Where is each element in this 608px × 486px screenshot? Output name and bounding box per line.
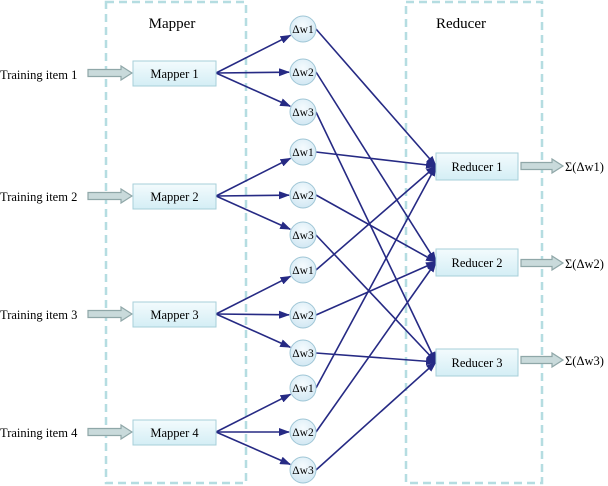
arrow-mapper2-to-dw3 — [215, 195, 292, 231]
arrow-mapper1-to-dw2 — [215, 68, 291, 77]
reducer-group-title: Reducer — [436, 16, 486, 32]
training-items: Training item 1 Training item 2 Training… — [0, 68, 78, 440]
mapper-1-label: Mapper 1 — [150, 67, 198, 81]
output-sum-w1: Σ(Δw1) — [565, 160, 604, 174]
svg-text:Δw2: Δw2 — [292, 427, 314, 439]
reducer-2-box: Reducer 2 — [435, 248, 519, 277]
reducer-2-label: Reducer 2 — [451, 256, 502, 270]
arrow-m3-dw2-to-reducer2 — [315, 261, 437, 316]
mapper-group-title: Mapper — [149, 16, 196, 32]
arrow-m2-dw1-to-reducer1 — [315, 151, 437, 169]
arrow-mapper1-to-dw1 — [215, 34, 292, 74]
svg-text:Δw1: Δw1 — [292, 24, 314, 36]
arrow-m2-dw2-to-reducer2 — [315, 194, 437, 263]
delta-node-m2-w3: Δw3 — [289, 221, 317, 249]
arrow-mapper2-to-dw2 — [215, 191, 291, 200]
output-sum-w2: Σ(Δw2) — [565, 257, 604, 271]
arrow-mapper3-to-dw1 — [215, 275, 292, 315]
mapper-2-box: Mapper 2 — [132, 183, 217, 210]
arrow-mapper4-to-dw1 — [215, 393, 292, 433]
mapper-4-box: Mapper 4 — [132, 419, 217, 446]
delta-node-m4-w2: Δw2 — [289, 418, 317, 446]
svg-text:Δw1: Δw1 — [292, 147, 314, 159]
svg-text:Δw2: Δw2 — [292, 190, 314, 202]
reducer-3-label: Reducer 3 — [451, 356, 502, 370]
mapper-group-frame — [104, 0, 248, 485]
input-arrow-2 — [87, 187, 134, 205]
arrow-m1-dw1-to-reducer1 — [315, 28, 437, 167]
arrow-mapper3-to-dw3 — [215, 313, 292, 349]
mapper-boxes: Mapper 1 Mapper 2 Mapper 3 Mapper 4 — [132, 60, 217, 446]
training-item-1: Training item 1 — [0, 68, 77, 82]
mapper-4-label: Mapper 4 — [150, 426, 199, 440]
arrow-m1-dw2-to-reducer2 — [315, 71, 437, 263]
output-arrow-3 — [520, 351, 565, 369]
svg-text:Δw3: Δw3 — [292, 348, 314, 360]
delta-node-m3-w1: Δw1 — [289, 256, 317, 284]
training-item-3: Training item 3 — [0, 308, 77, 322]
mapper-2-label: Mapper 2 — [150, 190, 198, 204]
reducer-1-label: Reducer 1 — [451, 160, 502, 174]
output-sum-w3: Σ(Δw3) — [565, 354, 604, 368]
delta-node-m1-w1: Δw1 — [289, 15, 317, 43]
delta-node-m2-w1: Δw1 — [289, 138, 317, 166]
training-item-2: Training item 2 — [0, 190, 77, 204]
input-arrow-3 — [87, 305, 134, 323]
arrow-mapper3-to-dw2 — [215, 310, 291, 319]
mapper-3-label: Mapper 3 — [150, 308, 198, 322]
delta-node-m4-w1: Δw1 — [289, 374, 317, 402]
arrow-m2-dw3-to-reducer3 — [315, 234, 437, 363]
delta-node-m3-w2: Δw2 — [289, 301, 317, 329]
reducer-3-box: Reducer 3 — [435, 348, 519, 377]
svg-text:Δw3: Δw3 — [292, 230, 314, 242]
reducer-1-box: Reducer 1 — [435, 152, 519, 181]
arrow-m4-dw2-to-reducer2 — [315, 261, 437, 433]
delta-node-m1-w2: Δw2 — [289, 58, 317, 86]
svg-text:Δw3: Δw3 — [292, 465, 314, 477]
output-sums: Σ(Δw1) Σ(Δw2) Σ(Δw3) — [565, 160, 604, 368]
block-arrows — [87, 64, 565, 441]
output-arrow-2 — [520, 254, 565, 272]
training-item-4: Training item 4 — [0, 426, 78, 440]
mapper-1-box: Mapper 1 — [132, 60, 217, 87]
arrow-m3-dw1-to-reducer1 — [315, 165, 437, 271]
delta-node-m1-w3: Δw3 — [289, 98, 317, 126]
delta-node-m2-w2: Δw2 — [289, 181, 317, 209]
svg-text:Δw1: Δw1 — [292, 383, 314, 395]
arrow-mapper2-to-dw1 — [215, 157, 292, 197]
svg-text:Δw3: Δw3 — [292, 107, 314, 119]
input-arrow-4 — [87, 423, 134, 441]
arrow-m1-dw3-to-reducer3 — [315, 111, 437, 363]
input-arrow-1 — [87, 64, 134, 82]
arrow-m4-dw3-to-reducer3 — [315, 361, 437, 471]
delta-node-m3-w3: Δw3 — [289, 339, 317, 367]
arrow-mapper1-to-dw3 — [215, 72, 292, 108]
svg-text:Δw2: Δw2 — [292, 310, 314, 322]
svg-text:Δw1: Δw1 — [292, 265, 314, 277]
delta-node-m4-w3: Δw3 — [289, 456, 317, 484]
arrow-m4-dw1-to-reducer1 — [315, 165, 437, 389]
svg-text:Δw2: Δw2 — [292, 67, 314, 79]
output-arrow-1 — [520, 157, 565, 175]
arrow-m3-dw3-to-reducer3 — [315, 352, 437, 366]
mapper-3-box: Mapper 3 — [132, 301, 217, 328]
reducer-boxes: Reducer 1 Reducer 2 Reducer 3 — [435, 152, 519, 377]
arrow-mapper4-to-dw3 — [215, 431, 292, 466]
reducer-group-frame — [404, 0, 544, 485]
delta-nodes: Δw1 Δw2 Δw3 Δw1 Δw2 Δw3 Δw1 Δw2 — [289, 15, 317, 484]
connector-arrows — [215, 28, 437, 471]
